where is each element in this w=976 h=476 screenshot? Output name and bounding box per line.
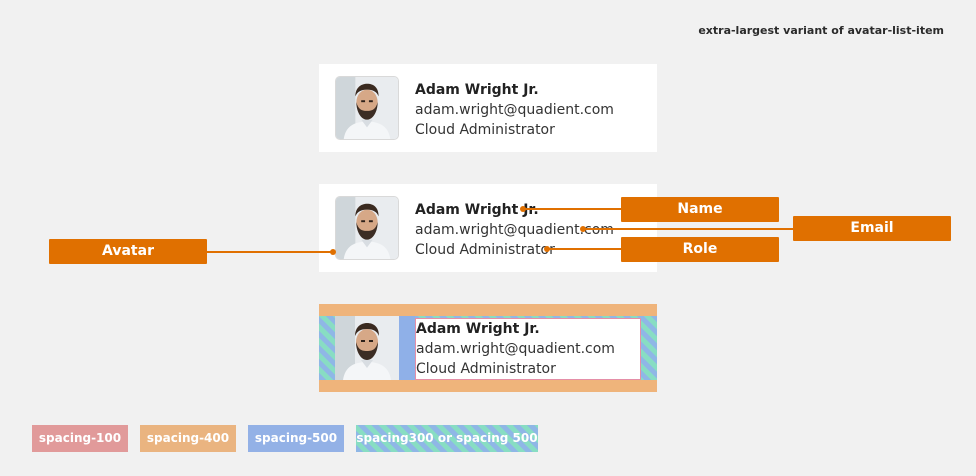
person-photo-icon	[336, 77, 398, 139]
legend-spacing-500: spacing-500	[248, 425, 344, 452]
diagram-caption: extra-largest variant of avatar-list-ite…	[698, 24, 944, 37]
avatar-image	[335, 196, 399, 260]
avatar-marker-dot	[330, 249, 336, 255]
person-email: adam.wright@quadient.com	[416, 341, 615, 357]
avatar-leader-line	[207, 251, 333, 253]
person-email: adam.wright@quadient.com	[415, 102, 614, 118]
avatar-annotation-label: Avatar	[49, 239, 207, 264]
spacing-500-gap	[399, 316, 415, 380]
legend-spacing-300-or-500: spacing300 or spacing 500	[356, 425, 538, 452]
person-email: adam.wright@quadient.com	[415, 222, 614, 238]
legend-spacing-400: spacing-400	[140, 425, 236, 452]
person-photo-icon	[335, 316, 399, 380]
person-photo-icon	[336, 197, 398, 259]
avatar-list-item-spacing: Adam Wright Jr. adam.wright@quadient.com…	[319, 304, 657, 392]
text-block-spacing-100: Adam Wright Jr. adam.wright@quadient.com…	[415, 318, 641, 380]
name-annotation-label: Name	[621, 197, 779, 222]
person-role: Cloud Administrator	[416, 361, 556, 377]
avatar-list-item-example: Adam Wright Jr. adam.wright@quadient.com…	[319, 64, 657, 152]
avatar-image	[335, 316, 399, 380]
role-annotation-label: Role	[621, 237, 779, 262]
person-name: Adam Wright Jr.	[416, 321, 540, 337]
person-name: Adam Wright Jr.	[415, 82, 539, 98]
name-leader-line	[523, 208, 621, 210]
avatar-image	[335, 76, 399, 140]
email-annotation-label: Email	[793, 216, 951, 241]
person-role: Cloud Administrator	[415, 242, 555, 258]
email-leader-line	[583, 228, 793, 230]
legend-spacing-100: spacing-100	[32, 425, 128, 452]
person-name: Adam Wright Jr.	[415, 202, 539, 218]
role-leader-line	[547, 248, 621, 250]
person-role: Cloud Administrator	[415, 122, 555, 138]
